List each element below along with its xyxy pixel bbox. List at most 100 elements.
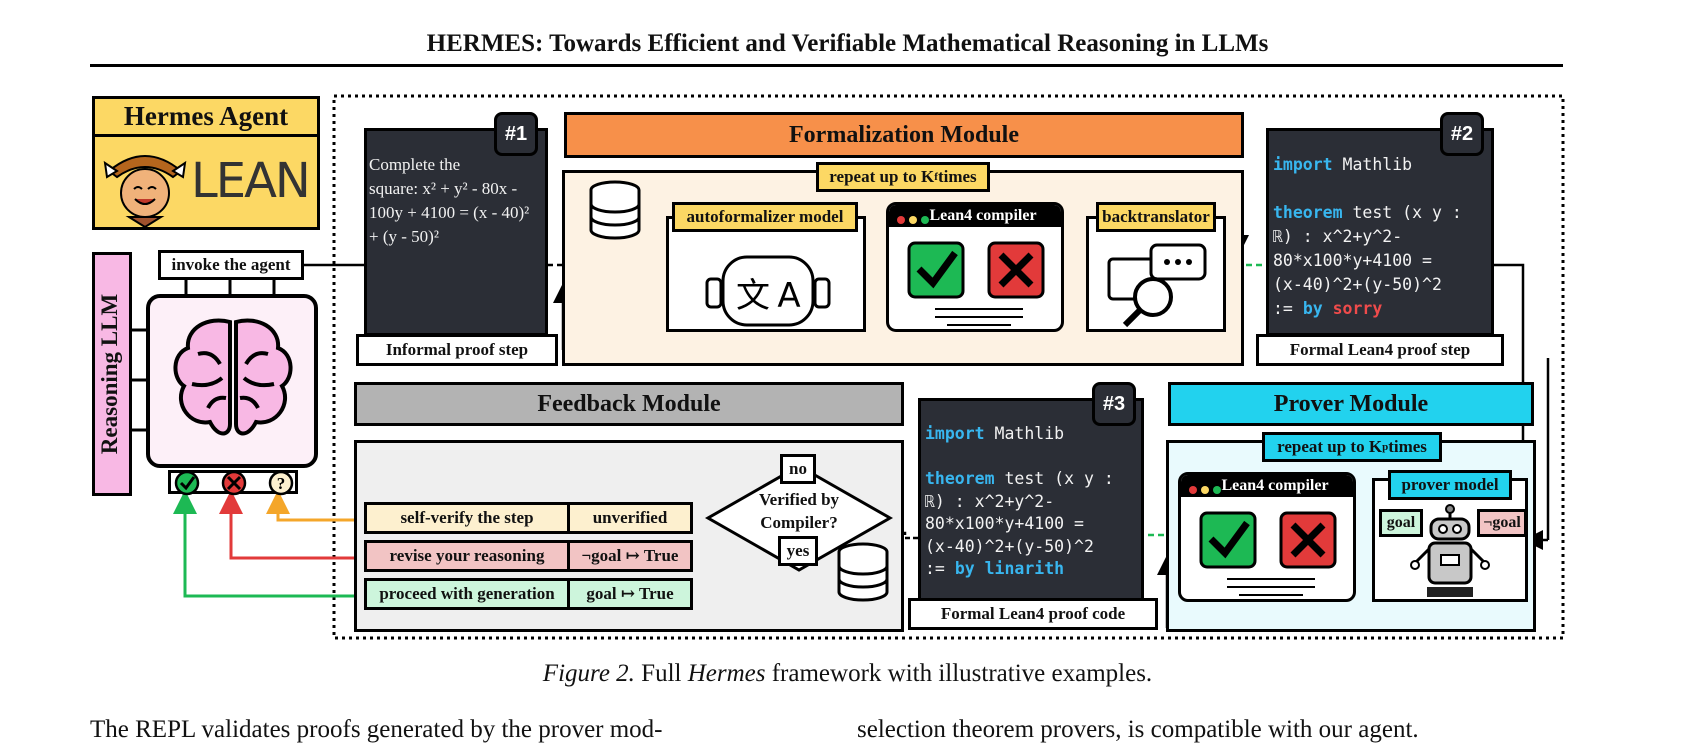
code-token: (x-40)^2+(y-50)^2	[925, 536, 1094, 556]
body-text-right: selection theorem provers, is compatible…	[857, 716, 1419, 743]
code-token: theorem	[925, 469, 995, 488]
check-icon	[907, 241, 965, 299]
code-token: 80*x100*y+4100 =	[925, 514, 1084, 533]
question-status-icon: ?	[268, 471, 294, 496]
revise-reasoning-button[interactable]: revise your reasoning	[364, 540, 570, 572]
code-token: by	[1302, 299, 1323, 318]
formalization-module-title: Formalization Module	[564, 112, 1244, 158]
code-token: Mathlib	[1332, 155, 1413, 174]
code-line: := by sorry	[1273, 297, 1491, 321]
code-line: (x-40)^2+(y-50)^2	[925, 536, 1141, 559]
code-line: theorem test (x y :	[925, 468, 1141, 491]
code-line: 80*x100*y+4100 =	[1273, 249, 1491, 273]
informal-line: square: x² + y² - 80x -	[369, 179, 518, 198]
formal-proof-code: import Mathlib theorem test (x y :ℝ) : x…	[925, 423, 1141, 581]
compiler-title-bar: Lean4 compiler	[1181, 475, 1353, 497]
formal-proof-code-panel: import Mathlib theorem test (x y :ℝ) : x…	[918, 398, 1144, 604]
diamond-text: Verified by Compiler?	[744, 488, 854, 534]
diamond-line: Verified by	[758, 490, 840, 509]
code-line: (x-40)^2+(y-50)^2	[1273, 273, 1491, 297]
status-icons: ?	[174, 471, 294, 496]
formalization-repeat-pre: repeat up to K	[829, 167, 935, 186]
no-branch-label: no	[780, 454, 816, 484]
code-token: ℝ) : x^2+y^2-	[1273, 227, 1403, 246]
formal-step-label: Formal Lean4 proof step	[1256, 334, 1504, 366]
code-line: import Mathlib	[1273, 153, 1491, 177]
compiler-title-bar: Lean4 compiler	[889, 205, 1061, 227]
informal-proof-label: Informal proof step	[356, 334, 558, 366]
formalization-repeat-sub: f	[934, 171, 938, 183]
compiler-result-icons	[907, 241, 1045, 326]
hermes-mascot-icon	[103, 155, 187, 227]
svg-text:A: A	[777, 276, 800, 316]
body-text-left: The REPL validates proofs generated by t…	[90, 716, 663, 743]
caption-post: framework with illustrative examples.	[765, 660, 1153, 687]
hermes-agent-box: Hermes Agent LEAN	[92, 96, 320, 230]
brain-icon	[173, 318, 293, 436]
code-token: test (x y :	[1342, 203, 1462, 222]
code-token: :=	[1273, 299, 1303, 318]
informal-proof-text: Complete the square: x² + y² - 80x - 100…	[369, 153, 547, 249]
formal-step-code: import Mathlib theorem test (x y : ℝ) : x…	[1273, 153, 1491, 321]
code-line	[925, 446, 1141, 469]
caption-label: Figure 2.	[542, 660, 635, 687]
cross-status-icon	[221, 471, 247, 496]
reasoning-llm-label: Reasoning LLM	[97, 293, 122, 455]
caption-pre: Full	[634, 660, 688, 687]
prover-module-title: Prover Module	[1168, 382, 1534, 426]
code-line: ℝ) : x^2+y^2-	[1273, 225, 1491, 249]
svg-text:文: 文	[736, 276, 770, 316]
prover-repeat-pre: repeat up to K	[1277, 437, 1383, 456]
backtranslator-box	[1086, 216, 1226, 332]
code-line: ℝ) : x^2+y^2-	[925, 491, 1141, 514]
step-badge-2: #2	[1440, 112, 1484, 156]
compiler-title: Lean4 compiler	[1221, 477, 1329, 494]
code-token: by linarith	[954, 559, 1065, 578]
unverified-status: unverified	[567, 502, 693, 534]
code-line: 80*x100*y+4100 =	[925, 513, 1141, 536]
informal-line: + (y - 50)²	[369, 227, 439, 246]
lean-logo-text: LEAN	[191, 153, 311, 209]
database-icon	[589, 180, 641, 240]
code-token: import	[1273, 155, 1333, 174]
code-token: test (x y :	[994, 469, 1114, 488]
not-goal-status: ¬goal ↦ True	[567, 540, 693, 572]
translate-icon: 文 A	[705, 255, 831, 327]
code-token: :=	[925, 559, 955, 578]
invoke-agent-button[interactable]: invoke the agent	[158, 250, 304, 280]
feedback-module-title: Feedback Module	[354, 382, 904, 426]
autoformalizer-model-label: autoformalizer model	[672, 202, 858, 232]
goal-status: goal ↦ True	[567, 578, 693, 610]
robot-icon	[1410, 504, 1490, 597]
code-token	[1323, 299, 1333, 318]
code-token: 80*x100*y+4100 =	[1273, 251, 1432, 270]
code-line: := by linarith	[925, 558, 1141, 581]
check-status-icon	[174, 471, 200, 496]
step-badge-3: #3	[1092, 382, 1136, 426]
check-icon	[1199, 511, 1257, 569]
window-dots-icon	[897, 211, 933, 229]
prover-repeat-sub: p	[1382, 441, 1389, 453]
lean4-compiler-window-prover: Lean4 compiler	[1178, 472, 1356, 602]
backtranslator-label: backtranslator	[1096, 202, 1216, 232]
formalization-repeat-post: times	[937, 167, 977, 186]
code-token: Mathlib	[984, 424, 1065, 443]
code-line	[1273, 177, 1491, 201]
page-header-title: HERMES: Towards Efficient and Verifiable…	[426, 30, 1269, 57]
self-verify-button[interactable]: self-verify the step	[364, 502, 570, 534]
goal-chip: goal	[1379, 509, 1423, 537]
hermes-agent-title: Hermes Agent	[95, 101, 317, 137]
code-token: theorem	[1273, 203, 1343, 222]
proceed-generation-button[interactable]: proceed with generation	[364, 578, 570, 610]
formal-step-code-panel: import Mathlib theorem test (x y : ℝ) : x…	[1266, 128, 1494, 336]
compiler-title: Lean4 compiler	[929, 207, 1037, 224]
code-token: sorry	[1332, 299, 1383, 318]
lean4-compiler-window-formalization: Lean4 compiler	[886, 202, 1064, 332]
prover-model-label: prover model	[1388, 470, 1512, 500]
svg-text:?: ?	[277, 474, 286, 493]
agent-status-bar: ?	[168, 470, 298, 496]
informal-line: Complete the	[369, 155, 461, 174]
caption-name: Hermes	[687, 660, 766, 687]
llm-brain-box	[146, 294, 318, 468]
